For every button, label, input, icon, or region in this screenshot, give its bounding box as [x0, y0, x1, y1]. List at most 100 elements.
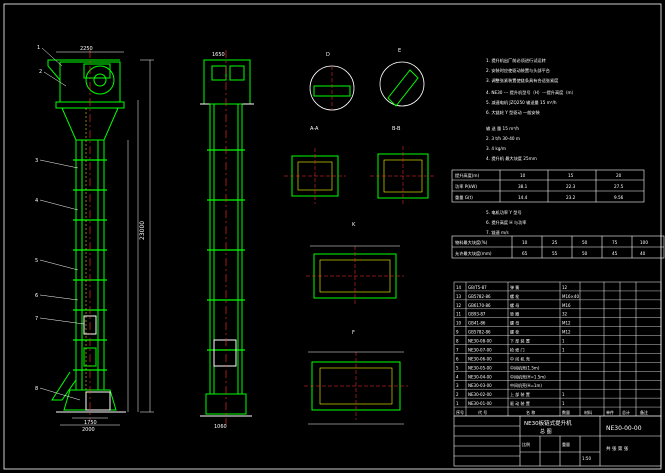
- parts-header-cell: 备注: [640, 409, 648, 415]
- side-view: [200, 59, 254, 417]
- parts-cell-qty: M16: [562, 303, 571, 308]
- spec-head-0: 提升高度(m): [455, 172, 479, 179]
- parts-cell-code: GB/T5-87: [468, 285, 487, 290]
- parts-cell-name: 垫 圈: [510, 311, 519, 317]
- lump-r1-1: 65: [522, 251, 528, 256]
- balloon-labels: 1 2 3 4 5 6 7 8: [35, 45, 42, 392]
- parts-cell-no: 9: [456, 330, 459, 335]
- parts-header-cell: 代 号: [478, 409, 487, 415]
- note-3: 3. 调整张紧装置使链条具有合适张紧度: [486, 77, 559, 84]
- note-6: 6. 大链轮 Y 型驱动 一般安装: [486, 109, 541, 116]
- lump-table-text: 物料最大块度(%) 10 25 50 75 100 允许最大块度(mm) 65 …: [455, 239, 648, 257]
- lump-r0-4: 75: [612, 240, 618, 245]
- lump-r0-2: 25: [552, 240, 558, 245]
- drawing-title: NE30板链式提升机: [524, 419, 572, 427]
- spec-r0-3: 27.5: [614, 184, 624, 189]
- spec-1: 输 送 量 15 m³/h: [486, 125, 519, 132]
- parts-cell-qty: 1: [562, 347, 565, 352]
- section-aa: A-A: [284, 126, 346, 204]
- spec-r0-2: 22.3: [566, 184, 576, 189]
- parts-cell-name: 检 修 门: [510, 346, 525, 352]
- parts-cell-name: 中间机壳(H=1m): [510, 382, 542, 388]
- drawing-number: NE30-00-00: [606, 425, 642, 432]
- parts-cell-qty: 12: [562, 285, 568, 290]
- lump-r1-2: 55: [552, 251, 558, 256]
- lump-table: [451, 235, 665, 259]
- parts-cell-name: 螺 栓: [510, 329, 519, 335]
- balloon-3: 3: [35, 158, 38, 164]
- lump-r1-4: 45: [612, 251, 618, 256]
- view-f: F: [304, 330, 408, 425]
- spec-4: 4. 提升机 最大块度 25mm: [486, 155, 537, 162]
- spec-3: 3. 4 kg/m: [486, 146, 506, 151]
- parts-header-cell: 总计: [622, 409, 630, 415]
- parts-cell-name: 下 部 装 置: [510, 338, 530, 344]
- drawing-subtitle: 总 图: [540, 428, 552, 435]
- section-aa-label: A-A: [310, 126, 319, 132]
- spec-r1-0: 重量 G(t): [455, 194, 473, 201]
- front-view: [47, 59, 126, 413]
- note-4: 4. NE30 --- 提升机型号（H）---提升高度（m）: [486, 89, 576, 96]
- parts-cell-qty: M16×40: [562, 294, 579, 299]
- parts-cell-name: 中间机壳(H=1.5m): [510, 373, 546, 379]
- balloon-4: 4: [35, 198, 38, 204]
- balloon-6: 6: [35, 293, 38, 299]
- parts-cell-code: NE30-01-00: [468, 401, 492, 406]
- spec-head-2: 15: [568, 173, 574, 178]
- balloon-2: 2: [39, 69, 42, 75]
- parts-header-cell: 序号: [456, 409, 464, 415]
- dim-total-height: 23000: [139, 221, 146, 240]
- scale-value: 1:50: [582, 456, 591, 461]
- parts-cell-no: 13: [456, 294, 462, 299]
- parts-cell-qty: 32: [562, 312, 568, 317]
- detail-view-right: E: [379, 48, 425, 107]
- parts-cell-code: NE30-04-00: [468, 374, 492, 379]
- note-1: 1. 提升机出厂前必须进行试运转: [486, 57, 546, 64]
- front-dimensions: [56, 51, 154, 426]
- spec-r1-1: 14.4: [518, 195, 528, 200]
- parts-cell-no: 11: [456, 312, 462, 317]
- parts-cell-code: NE30-03-00: [468, 383, 492, 388]
- parts-cell-code: NE30-06-00: [468, 356, 492, 361]
- parts-cell-name: 中 间 机 壳: [510, 355, 530, 361]
- part-leaders: [39, 47, 85, 401]
- parts-cell-no: 7: [456, 347, 459, 352]
- parts-header-cell: 数量: [562, 409, 570, 415]
- dim-front-top: 2250: [80, 46, 93, 52]
- section-bb-label: B-B: [392, 126, 401, 132]
- parts-cell-name: 螺 母: [510, 302, 519, 308]
- spec-r1-2: 23.2: [566, 195, 576, 200]
- parts-cell-name: 弹 簧: [510, 284, 519, 290]
- lump-r0-0: 物料最大块度(%): [455, 239, 488, 246]
- parts-cell-no: 1: [456, 401, 459, 406]
- parts-cell-no: 10: [456, 321, 462, 326]
- note-5: 5. 减速电机 JZQ250 输送量 15 m³/h: [486, 99, 557, 106]
- lump-r0-1: 10: [522, 240, 528, 245]
- dim-side-top: 1650: [212, 52, 225, 58]
- dim-front-bottom: 2000: [82, 427, 95, 433]
- parts-cell-qty: M12: [562, 321, 571, 326]
- parts-cell-code: GB5782-86: [468, 294, 491, 299]
- parts-cell-name: 中间机壳(1.5m): [510, 364, 540, 370]
- parts-cell-qty: 1: [562, 339, 565, 344]
- parts-cell-qty: M12: [562, 330, 571, 335]
- parts-cell-code: NE30-02-00: [468, 392, 492, 397]
- parts-cell-no: 5: [456, 365, 459, 370]
- parts-cell-name: 驱 动 装 置: [510, 400, 530, 406]
- lump-r0-5: 100: [640, 240, 648, 245]
- after-table-3: 7. 链速 m/s: [486, 229, 509, 236]
- weight-label: 重量: [562, 441, 570, 447]
- detail-label-right: E: [398, 48, 401, 54]
- parts-cell-no: 14: [456, 285, 462, 290]
- balloon-8: 8: [35, 386, 38, 392]
- lump-r0-3: 50: [582, 240, 588, 245]
- parts-cell-code: NE30-07-00: [468, 347, 492, 352]
- parts-cell-no: 3: [456, 383, 459, 388]
- parts-header-cell: 材料: [584, 409, 592, 415]
- parts-cell-code: GB5782-86: [468, 330, 491, 335]
- parts-list-grid: [453, 281, 662, 417]
- dim-side-bottom: 1060: [214, 424, 227, 430]
- parts-cell-name: 螺 栓: [510, 293, 519, 299]
- view-k-label: K: [352, 222, 356, 228]
